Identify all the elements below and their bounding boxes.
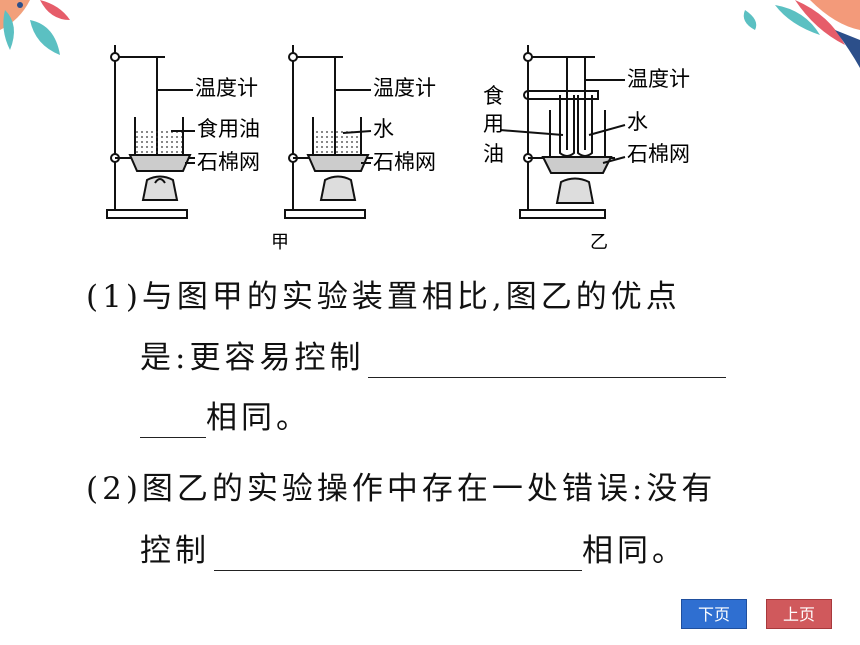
answer-blank-1a[interactable] [368,345,727,378]
question-2-text-3: 相同。 [582,533,687,569]
oil-vertical-char-2: 用 [483,112,504,136]
water-label-2: 水 [373,117,394,141]
caption-jia: 甲 [271,232,289,253]
experiment-figure: 温度计 食用油 石棉网 温度计 水 石棉网 温度计 水 石棉网 食 用 油 甲 … [106,45,690,253]
question-1-line-3: 相同。 [140,398,311,438]
question-1-line-2: 是:更容易控制 [140,338,727,378]
thermometer-label-2: 温度计 [373,76,436,100]
caption-yi: 乙 [590,232,608,253]
answer-blank-1b[interactable] [140,405,206,438]
water-label-3: 水 [627,110,648,134]
gauze-label-2: 石棉网 [373,150,436,174]
gauze-label-1: 石棉网 [197,150,260,174]
gauze-label-3: 石棉网 [627,142,690,166]
oil-label-1: 食用油 [197,117,260,141]
question-1-text-3: 相同。 [206,400,311,436]
question-1-line-1: (1)与图甲的实验装置相比,图乙的优点 [86,277,681,317]
question-2-text-2: 控制 [140,533,210,569]
prev-page-button[interactable]: 上页 [766,599,832,629]
leaf-decoration-left [0,0,70,55]
question-2-line-2: 控制 相同。 [140,531,687,571]
leaf-decoration-right [743,0,860,68]
question-2-line-1: (2)图乙的实验操作中存在一处错误:没有 [86,469,716,509]
answer-blank-2[interactable] [214,538,582,571]
thermometer-label-1: 温度计 [195,76,258,100]
oil-vertical-char-3: 油 [483,142,504,166]
thermometer-label-3: 温度计 [627,67,690,91]
question-1-text-2: 是:更容易控制 [140,340,365,376]
next-page-button[interactable]: 下页 [681,599,747,629]
question-2-text-1: (2)图乙的实验操作中存在一处错误:没有 [86,471,717,507]
oil-vertical-char-1: 食 [483,84,504,108]
question-1-text-1: (1)与图甲的实验装置相比,图乙的优点 [86,279,681,315]
